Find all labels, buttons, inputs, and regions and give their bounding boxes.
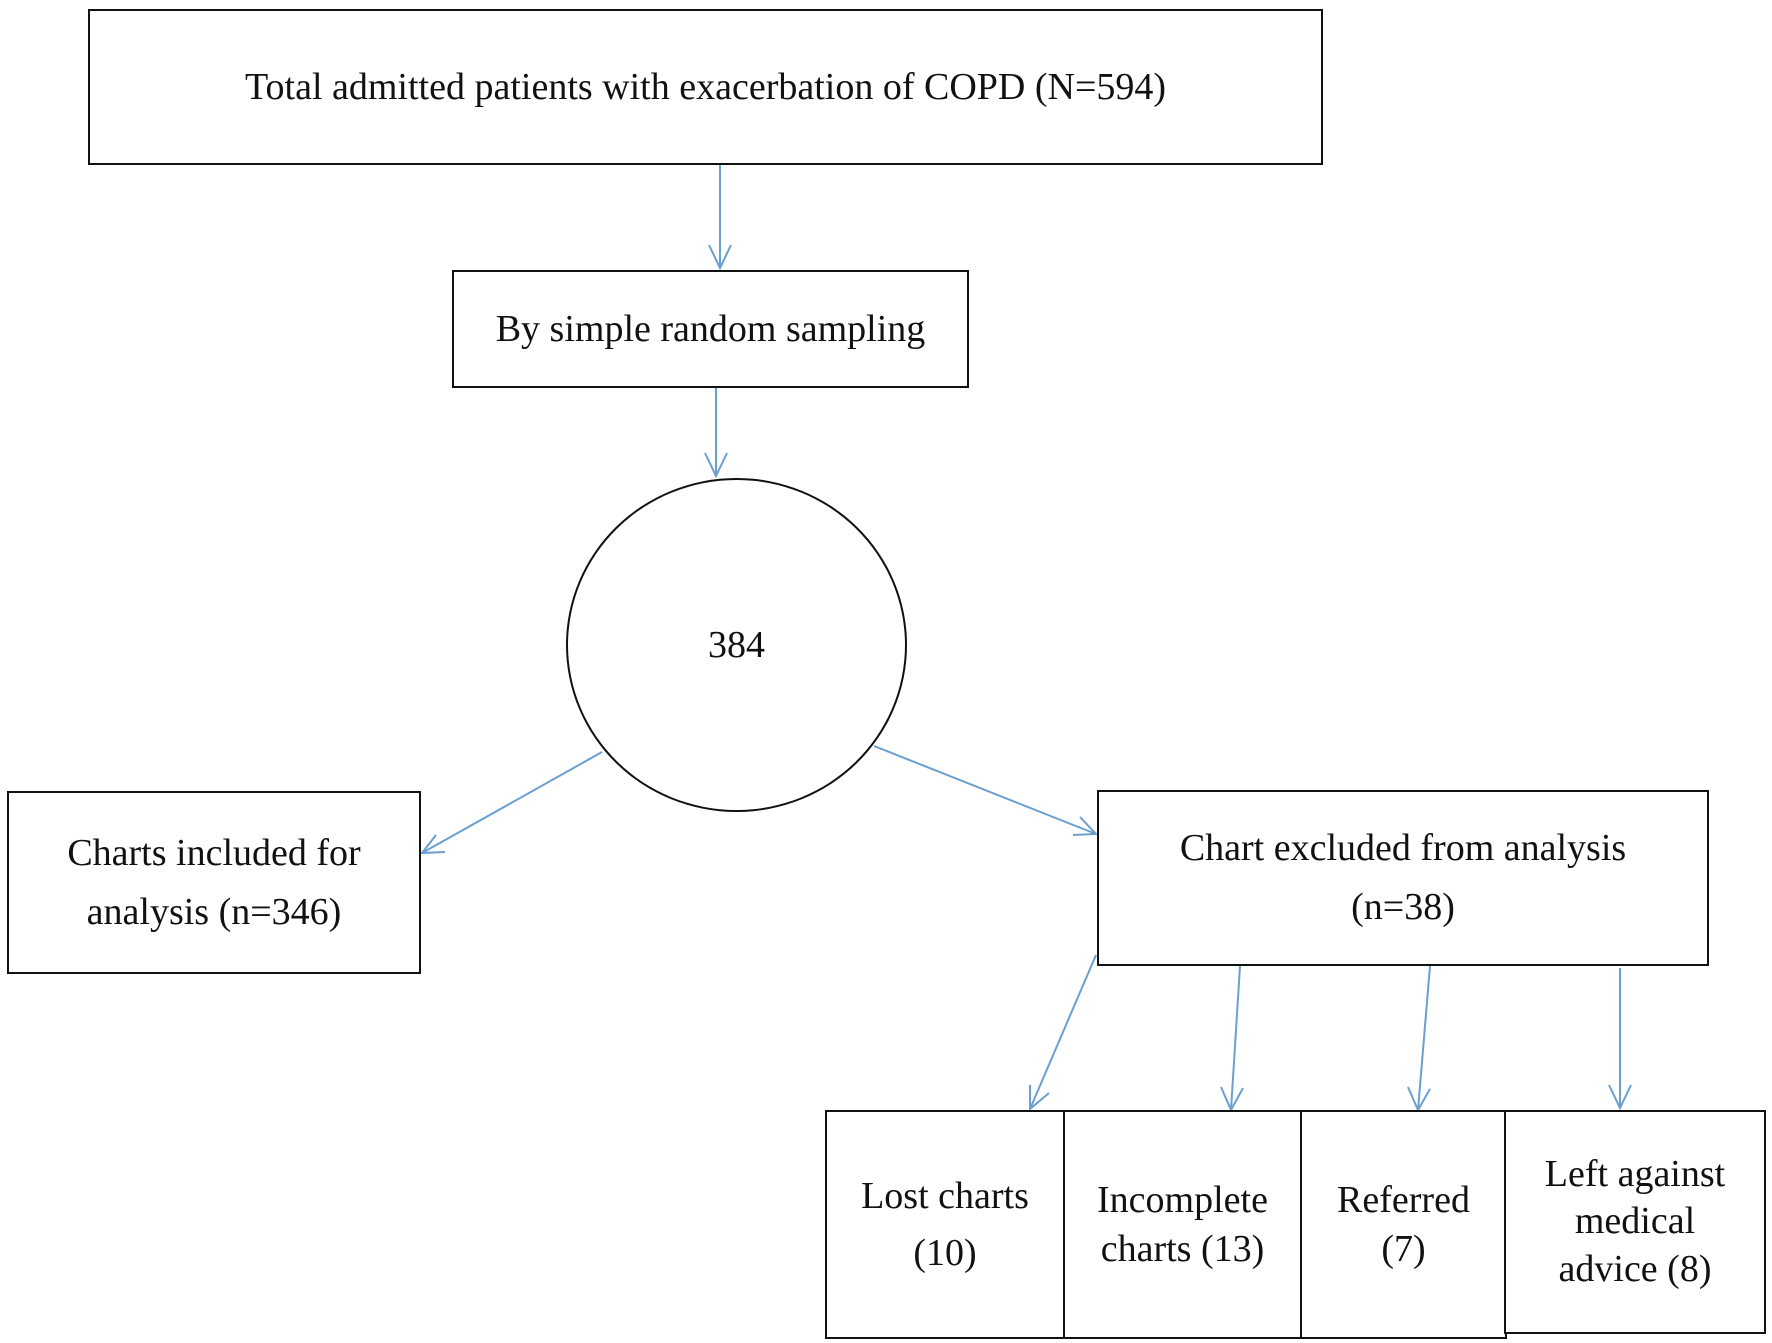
edge-sample-to-excluded <box>873 745 1099 836</box>
edge-sampling-to-sample <box>704 387 728 479</box>
node-left-against-advice-line-3: advice (8) <box>1558 1247 1712 1290</box>
node-referred: Referred (7) <box>1300 1110 1507 1339</box>
node-charts-excluded: Chart excluded from analysis (n=38) <box>1097 790 1709 966</box>
node-left-against-advice-line-2: medical <box>1574 1200 1696 1243</box>
edge-excluded-to-left-against <box>1608 968 1632 1111</box>
node-incomplete-charts-line-1: Incomplete <box>1097 1178 1268 1221</box>
edge-excluded-to-referred <box>1407 965 1431 1113</box>
node-sample-size-value: 384 <box>708 624 765 666</box>
node-referred-line-2: (7) <box>1381 1227 1426 1270</box>
node-charts-included-line-1: Charts included for <box>67 831 361 874</box>
node-random-sampling: By simple random sampling <box>452 270 969 388</box>
node-sample-size: 384 <box>566 478 907 812</box>
node-charts-included-line-2: analysis (n=346) <box>86 890 342 933</box>
node-total-admitted-line-1: Total admitted patients with exacerbatio… <box>244 65 1167 108</box>
node-left-against-advice: Left against medical advice (8) <box>1504 1110 1766 1334</box>
node-incomplete-charts-line-2: charts (13) <box>1100 1227 1265 1270</box>
node-referred-line-1: Referred <box>1337 1178 1470 1221</box>
node-lost-charts: Lost charts (10) <box>825 1110 1065 1339</box>
node-charts-excluded-line-1: Chart excluded from analysis <box>1179 827 1627 870</box>
node-incomplete-charts: Incomplete charts (13) <box>1063 1110 1302 1339</box>
edge-excluded-to-lost <box>1029 954 1097 1112</box>
node-left-against-advice-line-1: Left against <box>1544 1152 1726 1195</box>
node-charts-included: Charts included for analysis (n=346) <box>7 791 421 974</box>
node-random-sampling-line-1: By simple random sampling <box>495 307 926 350</box>
edge-total-to-sampling <box>708 164 732 271</box>
edge-excluded-to-incomplete <box>1220 965 1244 1113</box>
node-lost-charts-line-1: Lost charts <box>861 1174 1029 1217</box>
node-total-admitted: Total admitted patients with exacerbatio… <box>88 9 1323 165</box>
edge-sample-to-included <box>419 751 603 855</box>
node-charts-excluded-line-2: (n=38) <box>1351 886 1455 928</box>
node-lost-charts-line-2: (10) <box>913 1231 977 1274</box>
